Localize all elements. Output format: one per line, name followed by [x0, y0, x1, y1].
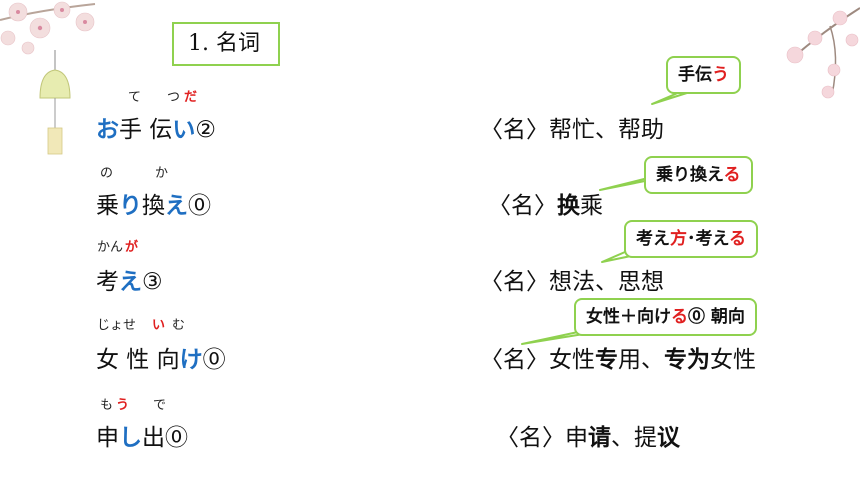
meaning-joseimuke: 〈名〉女性专用、专为女性: [480, 347, 756, 373]
word-moushide: 申し出⓪: [96, 425, 188, 451]
ruby-i: い: [152, 318, 166, 333]
wind-chime-icon: [39, 50, 71, 155]
meaning-moushide: 〈名〉申请、提议: [496, 425, 680, 451]
ruby-ga: が: [125, 240, 139, 255]
ruby-da: だ: [184, 90, 198, 105]
ruby-mo: も: [100, 398, 114, 413]
meaning-kangae: 〈名〉想法、思想: [480, 269, 664, 295]
ruby-kan: かん: [97, 240, 124, 255]
callout-kangaekata: 考え方･考える: [624, 220, 758, 258]
ruby-ka: か: [155, 166, 169, 181]
ruby-josei: じょせ: [97, 318, 137, 333]
callout-norikaeru: 乗り換える: [644, 156, 753, 194]
ruby-u: う: [116, 398, 130, 413]
callout-tetsudau: 手伝う: [666, 56, 741, 94]
section-title: 1. 名词: [172, 22, 280, 66]
word-kangae: 考え③: [96, 269, 163, 295]
word-otetsudai: お手 伝い②: [96, 117, 216, 143]
ruby-no: の: [100, 166, 114, 181]
callout-mukeru: 女性＋向ける⓪ 朝向: [574, 298, 757, 336]
ruby-te: て: [128, 90, 142, 105]
word-norikae: 乗り換え⓪: [96, 193, 211, 219]
ruby-de: で: [153, 398, 167, 413]
meaning-norikae: 〈名〉换乘: [488, 193, 603, 219]
ruby-mu: む: [172, 318, 186, 333]
meaning-otetsudai: 〈名〉帮忙、帮助: [480, 117, 664, 143]
word-joseimuke: 女 性 向け⓪: [96, 347, 226, 373]
ruby-tsu: つ: [167, 90, 181, 105]
cherry-blossom-branch-right: [786, 7, 860, 99]
cherry-blossom-branch-left: [0, 1, 96, 55]
